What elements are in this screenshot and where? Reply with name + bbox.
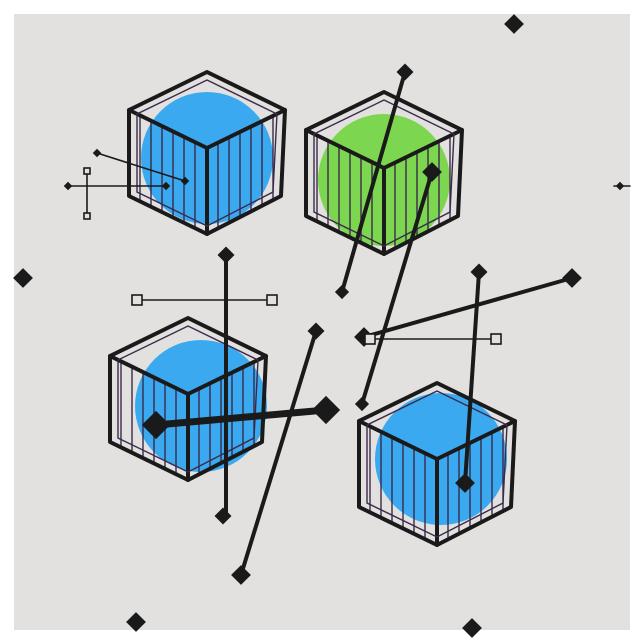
cube-top-left	[127, 70, 287, 236]
cube-bottom-left-outline	[108, 316, 268, 482]
cube-top-right-outline	[304, 90, 464, 256]
cube-bottom-right	[357, 381, 517, 547]
cube-inner-edge	[382, 128, 464, 170]
cube-inner-edge	[304, 128, 386, 170]
cube-inner-edge	[108, 354, 190, 396]
thin-line-top	[131, 294, 278, 306]
cube-inner-edge	[127, 108, 209, 150]
cube-inner-outline	[136, 79, 278, 227]
cube-top-right	[304, 90, 464, 256]
cube-inner-edge	[357, 419, 439, 461]
cube-bottom-right-outline	[357, 381, 517, 547]
cube-top-left-outline	[127, 70, 287, 236]
thin-line-right	[364, 333, 502, 345]
cube-inner-outline	[117, 325, 259, 473]
cube-inner-edge	[205, 108, 287, 150]
stick-2	[354, 162, 442, 412]
cube-inner-edge	[435, 419, 517, 461]
diamond-left-edge	[13, 268, 33, 288]
cube-bottom-left-circle	[135, 340, 267, 472]
fabric-background	[14, 14, 630, 630]
cube-inner-outline	[366, 390, 508, 538]
cube-inner-outline	[313, 99, 455, 247]
cube-bottom-left	[108, 316, 268, 482]
